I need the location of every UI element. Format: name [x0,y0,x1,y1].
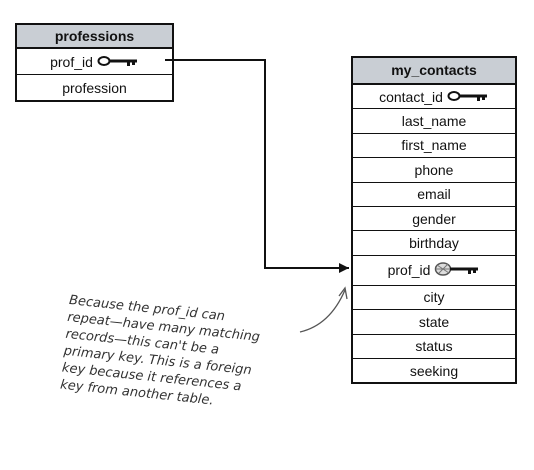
column-name: birthday [409,235,459,252]
contacts-row-last-name: last_name [353,109,515,134]
contacts-row-first-name: first_name [353,134,515,159]
column-name: seeking [409,362,459,379]
column-name: phone [414,161,454,178]
contacts-row-city: city [353,286,515,311]
professions-table-title: professions [17,25,172,49]
annotation-pointer-head [338,286,348,300]
contacts-row-contact-id: contact_id [353,85,515,110]
column-name: prof_id [50,53,93,70]
column-name: gender [412,210,456,227]
professions-table: professions prof_id profession [15,23,174,102]
foreign-key-arrow-line [165,59,349,269]
column-name: prof_id [387,262,431,279]
column-name: contact_id [379,88,443,105]
professions-row-profession: profession [17,75,172,100]
contacts-row-gender: gender [353,207,515,232]
contacts-row-seeking: seeking [353,359,515,382]
column-name: last_name [401,113,467,130]
column-name: first_name [401,137,467,154]
key-icon [97,54,139,70]
key-icon [447,89,489,105]
contacts-row-state: state [353,310,515,335]
column-name: profession [62,79,127,96]
annotation-note: Because the prof_id can repeat—have many… [59,292,261,409]
contacts-row-email: email [353,183,515,207]
fuzzy-key-icon [434,261,480,280]
my-contacts-table-title: my_contacts [353,58,515,85]
contacts-row-birthday: birthday [353,231,515,256]
arrowhead [339,263,349,273]
professions-row-prof-id: prof_id [17,49,172,75]
my-contacts-table: my_contacts contact_id last_name first_n… [351,56,517,385]
column-name: status [415,338,453,355]
column-name: state [418,313,450,330]
column-name: email [417,186,451,203]
contacts-row-status: status [353,335,515,359]
contacts-row-phone: phone [353,158,515,183]
column-name: city [423,289,445,306]
contacts-row-prof-id: prof_id [353,256,515,286]
